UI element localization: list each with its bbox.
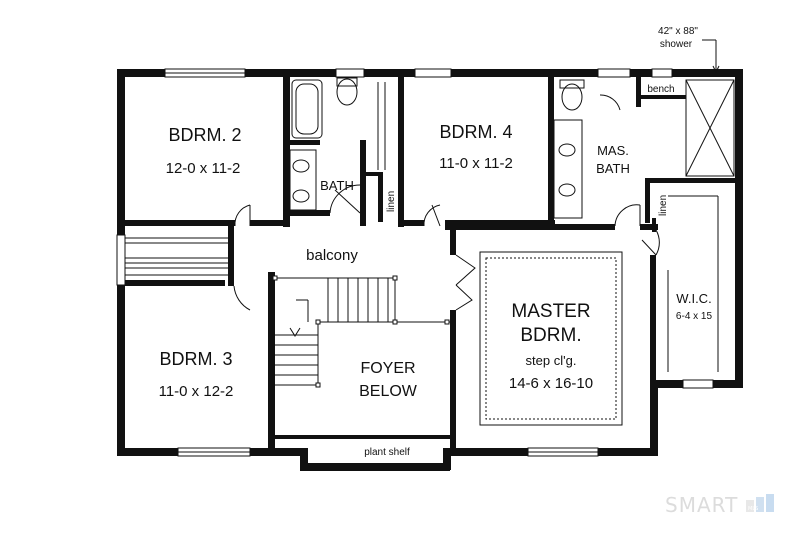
staircase bbox=[272, 275, 450, 388]
bdrm3-label: BDRM. 3 bbox=[159, 349, 232, 369]
bdrm4-label: BDRM. 4 bbox=[439, 122, 512, 142]
master-label-1: MASTER bbox=[511, 301, 590, 322]
foyer-label-2: BELOW bbox=[359, 383, 418, 400]
watermark-sub: MLS bbox=[748, 506, 758, 512]
wic-label: W.I.C. bbox=[676, 291, 711, 306]
bench-label: bench bbox=[647, 84, 674, 95]
room-labels: BDRM. 2 12-0 x 11-2 BDRM. 4 11-0 x 11-2 … bbox=[159, 26, 713, 458]
bath-label: BATH bbox=[320, 178, 354, 193]
bdrm2-label: BDRM. 2 bbox=[168, 125, 241, 145]
bath-fixtures bbox=[289, 39, 735, 219]
doors bbox=[233, 94, 660, 311]
interior-walls bbox=[125, 77, 735, 455]
mas-bath-label-1: MAS. bbox=[597, 143, 629, 158]
watermark-text: SMART bbox=[665, 493, 738, 517]
balcony-label: balcony bbox=[306, 247, 358, 264]
bdrm4-size: 11-0 x 11-2 bbox=[439, 155, 513, 172]
windows bbox=[116, 68, 714, 457]
step-ceiling-outline bbox=[479, 251, 623, 426]
bdrm3-size: 11-0 x 12-2 bbox=[159, 383, 234, 400]
linen-label-1: linen bbox=[386, 191, 397, 212]
master-note: step cl'g. bbox=[526, 353, 577, 368]
mas-bath-label-2: BATH bbox=[596, 161, 630, 176]
bdrm2-size: 12-0 x 11-2 bbox=[166, 160, 241, 177]
wic-shelves bbox=[667, 195, 719, 372]
linen-label-2: linen bbox=[658, 195, 669, 216]
master-label-2: BDRM. bbox=[520, 325, 581, 346]
closet-shelves bbox=[125, 82, 386, 276]
shower-dim-label: 42" x 88" bbox=[658, 26, 698, 37]
foyer-label-1: FOYER bbox=[360, 360, 415, 377]
wic-size: 6-4 x 15 bbox=[676, 311, 713, 322]
plant-shelf-label: plant shelf bbox=[364, 447, 410, 458]
master-size: 14-6 x 16-10 bbox=[509, 375, 593, 392]
shower-label: shower bbox=[660, 39, 693, 50]
smart-mls-watermark: SMART MLS bbox=[665, 493, 774, 517]
